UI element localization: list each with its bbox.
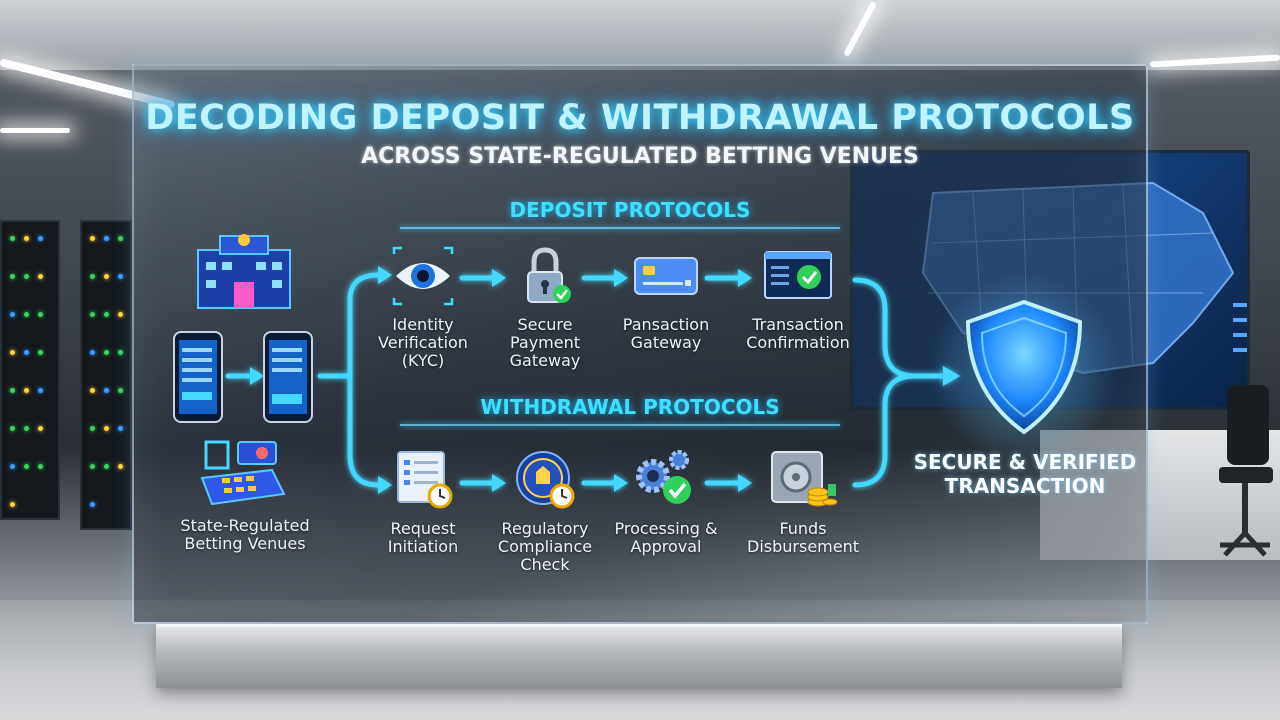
withdrawal-divider [400, 424, 840, 426]
step-label: Pansaction Gateway [622, 315, 710, 352]
server-led [24, 464, 29, 469]
form-clock-icon [397, 451, 453, 509]
deposit-step-pansaction-gateway: Pansaction Gateway [601, 246, 731, 352]
server-led [38, 236, 43, 241]
server-led [90, 426, 95, 431]
ceiling [0, 0, 1280, 70]
server-led [90, 274, 95, 279]
server-led [38, 464, 43, 469]
eye-icon [392, 246, 454, 306]
step-label: Processing & Approval [614, 519, 718, 556]
deposit-step-confirmation: Transaction Confirmation [733, 246, 863, 352]
padlock-icon [527, 247, 571, 303]
deposit-divider [400, 227, 840, 229]
server-led [90, 312, 95, 317]
server-led [10, 236, 15, 241]
server-led [24, 312, 29, 317]
server-led [118, 464, 123, 469]
server-led [10, 464, 15, 469]
server-led [10, 350, 15, 355]
step-label: Transaction Confirmation [746, 315, 850, 352]
mobile-app-icon [173, 331, 223, 423]
withdrawal-heading: WITHDRAWAL PROTOCOLS [480, 395, 780, 419]
server-rack [0, 220, 60, 520]
server-led [24, 274, 29, 279]
server-led [38, 350, 43, 355]
step-label: Identity Verification (KYC) [378, 315, 468, 370]
server-led [118, 350, 123, 355]
server-led [10, 388, 15, 393]
server-led [90, 236, 95, 241]
mobile-app-icon [263, 331, 313, 423]
step-label: Request Initiation [387, 519, 459, 556]
server-led [10, 274, 15, 279]
server-led [90, 388, 95, 393]
server-led [24, 236, 29, 241]
server-led [104, 350, 109, 355]
payment-terminal-icon [200, 440, 286, 506]
server-led [38, 388, 43, 393]
deposit-heading: DEPOSIT PROTOCOLS [509, 198, 751, 222]
deposit-step-payment-gateway: Secure Payment Gateway [480, 246, 610, 370]
server-led [104, 312, 109, 317]
server-led [104, 388, 109, 393]
server-led [10, 502, 15, 507]
server-led [38, 274, 43, 279]
withdrawal-step-compliance: Regulatory Compliance Check [480, 450, 610, 574]
server-led [10, 312, 15, 317]
page-subtitle: ACROSS STATE-REGULATED BETTING VENUES [361, 144, 919, 169]
server-led [24, 350, 29, 355]
server-led [118, 388, 123, 393]
server-led [24, 388, 29, 393]
deposit-step-kyc: Identity Verification (KYC) [358, 246, 488, 370]
ceiling-light [0, 128, 70, 133]
gears-check-icon [636, 450, 691, 504]
server-led [118, 236, 123, 241]
vault-coins-icon [771, 451, 838, 507]
withdrawal-step-request: Request Initiation [358, 450, 488, 556]
server-led [90, 502, 95, 507]
server-led [104, 274, 109, 279]
step-label: Secure Payment Gateway [509, 315, 581, 370]
server-led [118, 426, 123, 431]
step-label: Regulatory Compliance Check [497, 519, 593, 574]
server-led [104, 426, 109, 431]
page-title: DECODING DEPOSIT & WITHDRAWAL PROTOCOLS [145, 98, 1135, 138]
server-led [38, 312, 43, 317]
display-base [156, 624, 1122, 688]
server-led [104, 464, 109, 469]
withdrawal-step-disbursement: Funds Disbursement [738, 450, 868, 556]
withdrawal-step-processing: Processing & Approval [601, 450, 731, 556]
result-label: SECURE & VERIFIED TRANSACTION [913, 450, 1137, 498]
server-led [118, 274, 123, 279]
server-led [24, 426, 29, 431]
credit-card-icon [634, 257, 698, 295]
server-led [104, 236, 109, 241]
server-led [10, 426, 15, 431]
office-chair [1215, 385, 1275, 565]
seal-clock-icon [516, 451, 575, 509]
server-led [118, 312, 123, 317]
step-label: Funds Disbursement [747, 519, 859, 556]
casino-building-icon [197, 234, 291, 309]
server-led [38, 426, 43, 431]
server-led [90, 350, 95, 355]
screen-checkmark-icon [764, 251, 832, 299]
server-led [90, 464, 95, 469]
server-rack [80, 220, 132, 530]
venues-label: State-Regulated Betting Venues [180, 516, 310, 553]
